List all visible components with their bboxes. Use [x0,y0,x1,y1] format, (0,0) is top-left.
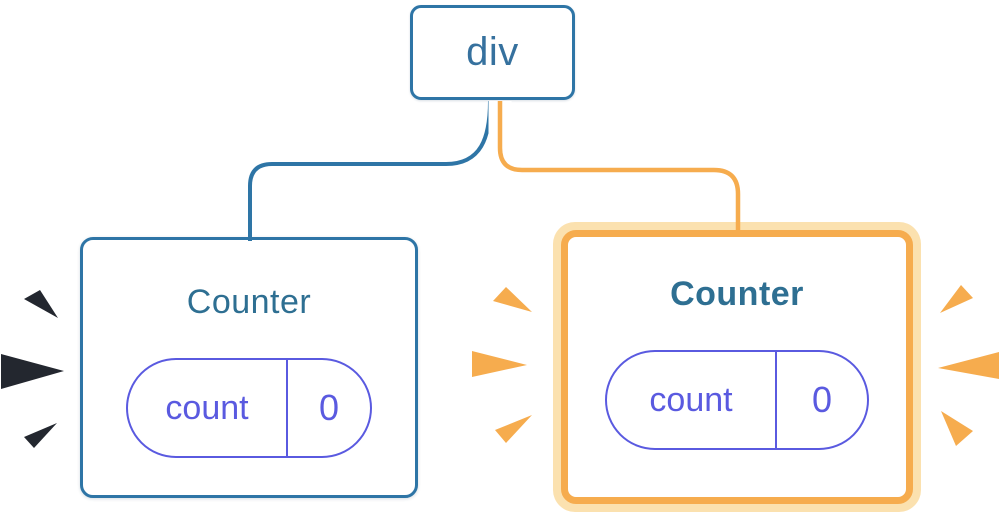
counter-title: Counter [670,275,804,313]
sparks-right-counter-left [472,287,532,443]
spark-icon [493,287,532,312]
spark-icon [941,411,973,446]
state-name: count [607,352,777,448]
spark-icon [24,423,57,448]
state-pill: count 0 [605,350,869,450]
edge-div-to-left-counter [248,100,492,241]
spark-icon [938,352,999,379]
spark-icon [495,415,532,443]
highlight-ring: Counter count 0 [553,222,921,512]
counter-title: Counter [186,283,312,321]
sparks-right-counter-right [938,285,999,446]
state-value: 0 [318,387,340,428]
tree-node-counter-left: Counter count 0 [80,237,418,498]
spark-icon [472,351,527,377]
tree-node-counter-right: Counter count 0 [561,230,913,504]
edge-highlight-casing-icon [488,101,750,221]
spark-icon [1,354,64,389]
edge-div-to-right-counter [497,101,741,236]
tree-node-div-label: div [466,30,519,74]
sparks-left-counter [1,290,64,448]
state-value: 0 [811,379,833,420]
state-pill: count 0 [126,358,372,458]
tree-node-div: div [410,5,575,100]
spark-icon [940,285,973,313]
spark-icon [24,290,58,318]
state-name: count [128,360,288,456]
